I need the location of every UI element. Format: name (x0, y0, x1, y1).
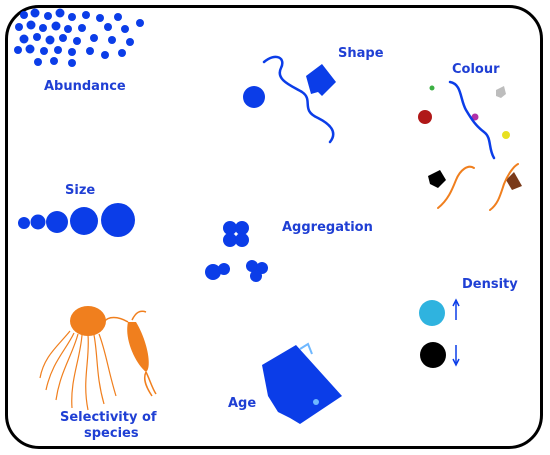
age-figure (262, 342, 342, 424)
density-light-circle (419, 300, 445, 326)
label-shape: Shape (338, 46, 384, 61)
shape-polygon (306, 64, 336, 96)
density-figures (419, 298, 460, 368)
size-circles (18, 203, 135, 237)
density-dark-circle (420, 342, 446, 368)
label-selectivity-line1: Selectivity of (60, 410, 157, 425)
shape-filament (262, 55, 335, 144)
shape-figures (243, 55, 336, 144)
label-selectivity-line2: species (84, 426, 139, 441)
label-abundance: Abundance (44, 79, 126, 94)
label-density: Density (462, 277, 518, 292)
copepod (103, 310, 157, 397)
label-aggregation: Aggregation (282, 220, 373, 235)
label-colour: Colour (452, 62, 500, 77)
colour-figures (418, 80, 522, 211)
label-age: Age (228, 396, 257, 411)
aggregation-clusters (205, 221, 268, 282)
label-size: Size (65, 183, 96, 198)
abundance-dots (14, 8, 144, 67)
arrow-up-icon (452, 298, 460, 320)
shape-circle (243, 86, 265, 108)
jellyfish (39, 306, 117, 411)
arrow-down-icon (452, 345, 460, 367)
